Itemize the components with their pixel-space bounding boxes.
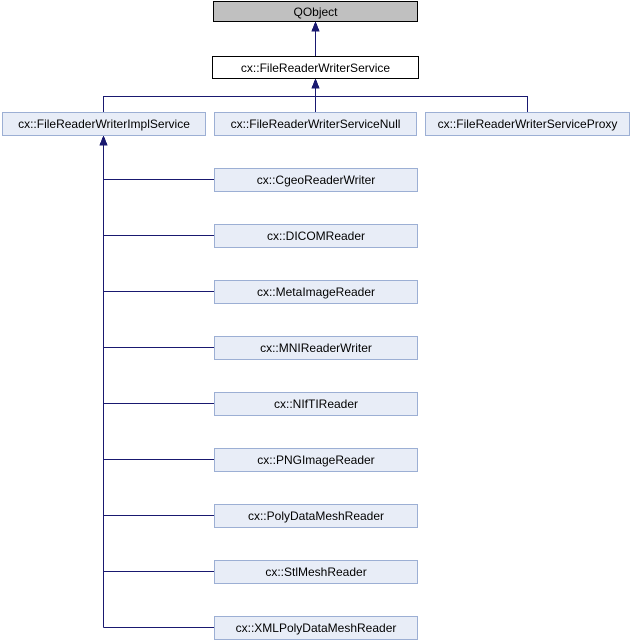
class-node-filereaderwriterimplservice[interactable]: cx::FileReaderWriterImplService	[2, 112, 206, 136]
class-node-xmlpolydatameshreader[interactable]: cx::XMLPolyDataMeshReader	[214, 616, 418, 640]
class-node-qobject[interactable]: QObject	[213, 1, 418, 22]
class-node-cgeoreaderwriter[interactable]: cx::CgeoReaderWriter	[214, 168, 418, 192]
class-node-mnireaderwriter[interactable]: cx::MNIReaderWriter	[214, 336, 418, 360]
class-node-filereaderwriterservice[interactable]: cx::FileReaderWriterService	[212, 56, 419, 79]
arrowhead-to-qobject	[311, 21, 320, 32]
arrowhead-to-impl	[99, 135, 108, 146]
class-node-stlmeshreader[interactable]: cx::StlMeshReader	[214, 560, 418, 584]
class-node-niftireader[interactable]: cx::NIfTIReader	[214, 392, 418, 416]
class-node-metaimagereader[interactable]: cx::MetaImageReader	[214, 280, 418, 304]
class-node-filereaderwriterserviceproxy[interactable]: cx::FileReaderWriterServiceProxy	[425, 112, 630, 136]
class-node-polydatameshreader[interactable]: cx::PolyDataMeshReader	[214, 504, 418, 528]
class-node-pngimagereader[interactable]: cx::PNGImageReader	[214, 448, 418, 472]
arrowhead-to-service	[311, 78, 320, 89]
class-node-dicomreader[interactable]: cx::DICOMReader	[214, 224, 418, 248]
class-node-filereaderwriterservicenull[interactable]: cx::FileReaderWriterServiceNull	[214, 112, 417, 136]
